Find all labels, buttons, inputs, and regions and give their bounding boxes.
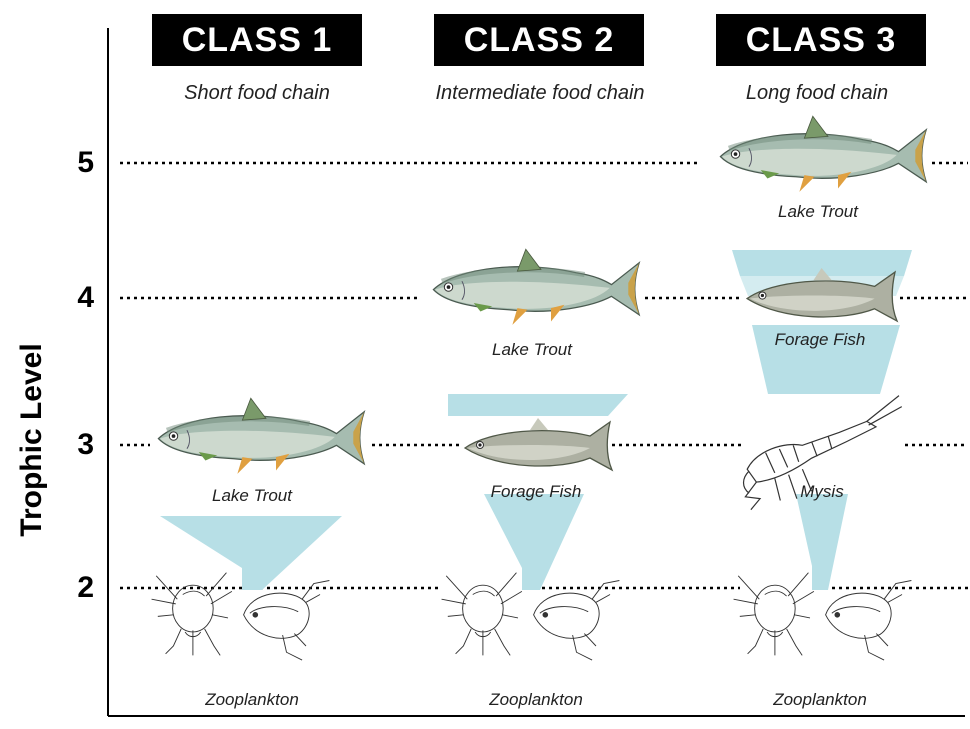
class-2-lake-trout-label: Lake Trout xyxy=(442,340,622,360)
lake-trout-icon xyxy=(158,398,364,474)
class-2-subtitle: Intermediate food chain xyxy=(400,82,680,105)
level-label-2: 2 xyxy=(54,571,94,605)
y-axis-title: Trophic Level xyxy=(12,300,52,580)
class-3-forage-fish-label: Forage Fish xyxy=(730,330,910,350)
class-3-subtitle: Long food chain xyxy=(700,82,934,105)
lake-trout-icon xyxy=(720,116,926,192)
forage-fish-icon xyxy=(465,418,612,470)
class-1-header: CLASS 1 xyxy=(152,14,362,66)
level-label-4: 4 xyxy=(54,281,94,315)
class-3-zooplankton-label: Zooplankton xyxy=(730,690,910,710)
class-2-forage-fish-label: Forage Fish xyxy=(446,482,626,502)
class-3-header: CLASS 3 xyxy=(716,14,926,66)
y-axis-title-text: Trophic Level xyxy=(15,343,49,536)
level-label-5: 5 xyxy=(54,146,94,180)
zooplankton-icon xyxy=(152,573,330,660)
class-1-subtitle: Short food chain xyxy=(140,82,374,105)
class-3-lake-trout-label: Lake Trout xyxy=(728,202,908,222)
funnel-class2-forage-to-trout xyxy=(448,394,628,416)
class-1-lake-trout-label: Lake Trout xyxy=(162,486,342,506)
funnel-class1-zoo-to-trout xyxy=(160,516,342,590)
lake-trout-icon xyxy=(433,249,639,325)
level-label-3: 3 xyxy=(54,428,94,462)
funnel-class2-zoo-to-forage xyxy=(484,494,584,590)
class-3-mysis-label: Mysis xyxy=(732,482,912,502)
class-2-header: CLASS 2 xyxy=(434,14,644,66)
funnel-class3-zoo-to-mysis xyxy=(796,494,848,590)
class-1-zooplankton-label: Zooplankton xyxy=(162,690,342,710)
class-2-zooplankton-label: Zooplankton xyxy=(446,690,626,710)
